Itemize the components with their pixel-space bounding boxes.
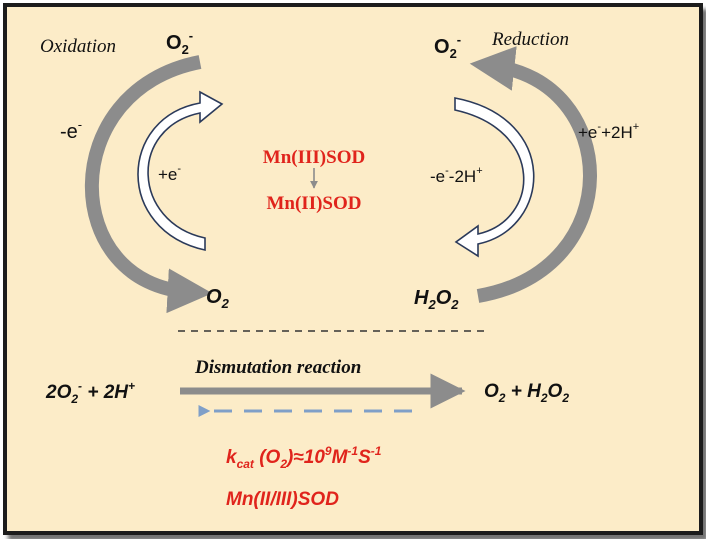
plus-electron-label: +e- — [158, 163, 181, 184]
right-inner-hollow-arrow — [454, 97, 535, 258]
equation-rhs: O2 + H2O2 — [484, 381, 569, 405]
rate-constant: kcat (O2)≈109M-1S-1 — [226, 444, 382, 471]
center-mn-ii-sod: Mn(II)SOD — [266, 193, 361, 214]
dismutation-title: Dismutation reaction — [194, 357, 361, 378]
o2-superoxide-right: O2- — [434, 32, 461, 61]
oxidation-arc-arrow — [84, 55, 213, 314]
center-mn-iii-sod: Mn(III)SOD — [263, 147, 365, 168]
right-outer-label: +e-+2H+ — [578, 121, 639, 142]
oxidation-label: Oxidation — [40, 36, 116, 57]
right-inner-label: -e--2H+ — [430, 165, 483, 186]
reduction-arc-arrow — [469, 46, 597, 303]
minus-electron-label: -e- — [60, 117, 82, 143]
o2-product-label: O2 — [206, 286, 230, 311]
reduction-label: Reduction — [491, 29, 569, 50]
left-inner-hollow-arrow — [137, 90, 224, 251]
h2o2-product-label: H2O2 — [414, 287, 459, 312]
equation-lhs: 2O2- + 2H+ — [45, 379, 135, 406]
enzyme-label: Mn(II/III)SOD — [226, 489, 339, 510]
o2-superoxide-left: O2- — [166, 28, 193, 57]
